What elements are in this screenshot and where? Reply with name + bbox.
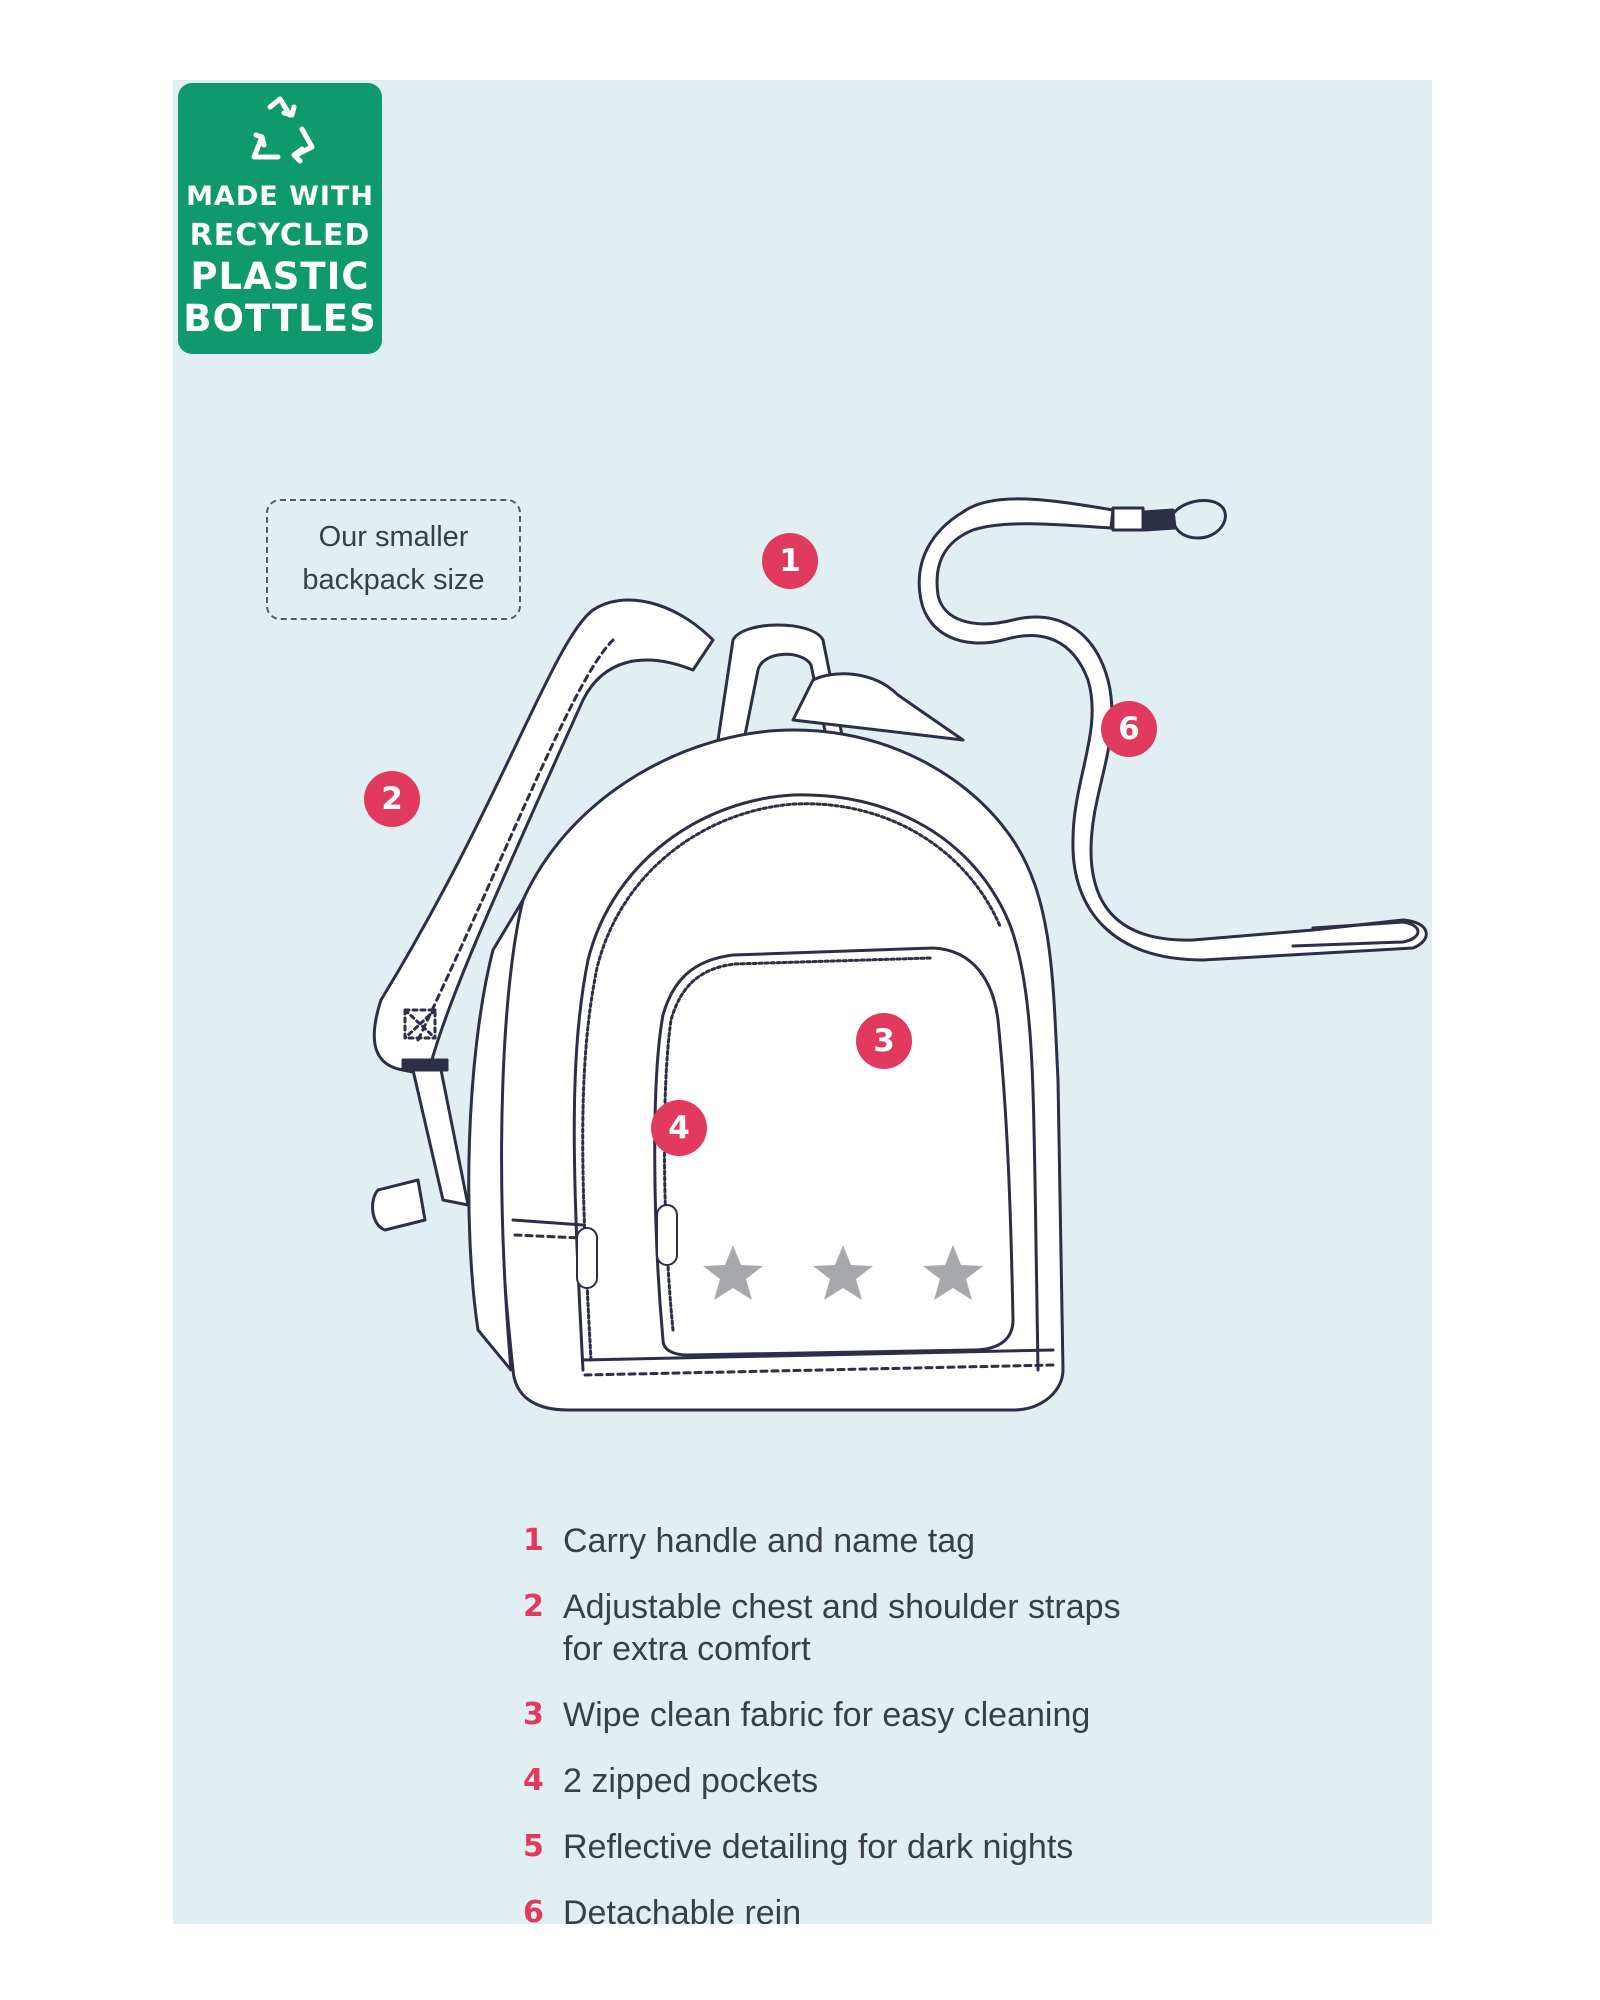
rein-clasp: [1111, 506, 1145, 532]
feature-text: 2 zipped pockets: [563, 1762, 819, 1800]
bottom-stitch: [583, 1363, 1057, 1377]
star-1: [703, 1245, 763, 1300]
marker-1: 1: [762, 533, 818, 589]
badge-line-2: RECYCLED: [189, 218, 371, 253]
front-zip-panel: [572, 793, 1040, 1372]
feature-number: 5: [523, 1829, 544, 1864]
badge-line-3: PLASTIC: [190, 255, 370, 298]
feature-item: 6 Detachable rein: [523, 1892, 1373, 1924]
badge-line-4: BOTTLES: [183, 297, 377, 340]
feature-item: 5 Reflective detailing for dark nights: [523, 1826, 1373, 1868]
marker-3: 3: [856, 1013, 912, 1069]
feature-item: 1 Carry handle and name tag: [523, 1520, 1373, 1562]
feature-text: Detachable rein: [563, 1894, 802, 1924]
side-panel: [467, 898, 525, 1372]
feature-text: Reflective detailing for dark nights: [563, 1828, 1074, 1866]
marker-2: 2: [364, 771, 420, 827]
strap-buckle: [401, 1058, 449, 1072]
marker-4: 4: [651, 1100, 707, 1156]
star-2: [813, 1245, 873, 1300]
feature-number: 4: [523, 1763, 544, 1798]
recycle-icon: [251, 96, 315, 164]
feature-number: 3: [523, 1697, 544, 1732]
size-note: Our smaller backpack size: [266, 499, 521, 620]
feature-item: 2 Adjustable chest and shoulder straps fo…: [523, 1586, 1373, 1670]
rein-strap: [917, 497, 1428, 962]
marker-6: 6: [1101, 701, 1157, 757]
badge-line-1: MADE WITH: [186, 181, 374, 212]
back-panel: [791, 672, 965, 742]
shoulder-strap: [372, 598, 715, 1077]
strap-stitch: [416, 638, 615, 1042]
feature-item: 3 Wipe clean fabric for easy cleaning: [523, 1694, 1373, 1736]
reflective-stars: [703, 1245, 983, 1300]
side-stitch: [513, 1233, 583, 1240]
feature-number: 1: [523, 1523, 544, 1558]
rein-hook: [1141, 508, 1177, 532]
recycled-badge: MADE WITH RECYCLED PLASTIC BOTTLES: [178, 83, 382, 354]
feature-number: 2: [523, 1589, 544, 1624]
feature-text: Carry handle and name tag: [563, 1522, 976, 1560]
rein-carabiner: [1171, 499, 1227, 540]
zipper-pull-pocket: [656, 1204, 678, 1266]
lower-strap: [411, 1068, 470, 1207]
zipper-pull-main: [576, 1227, 598, 1289]
product-panel: MADE WITH RECYCLED PLASTIC BOTTLES Our s…: [173, 80, 1432, 1924]
star-3: [923, 1245, 983, 1300]
backpack-illustration: [371, 497, 1428, 1412]
strap-tab: [371, 1178, 427, 1232]
zipper-pulls: [576, 1204, 678, 1289]
front-pocket: [653, 946, 1015, 1357]
feature-text: Adjustable chest and shoulder straps for…: [563, 1588, 1121, 1668]
size-note-text: Our smaller backpack size: [302, 521, 485, 596]
bottom-seam: [581, 1348, 1055, 1362]
side-seam: [511, 1218, 585, 1227]
strap-cross-stitch: [403, 1008, 437, 1040]
feature-list: 1 Carry handle and name tag 2 Adjustable c…: [523, 1520, 1373, 1924]
feature-text: Wipe clean fabric for easy cleaning: [563, 1696, 1091, 1734]
feature-item: 4 2 zipped pockets: [523, 1760, 1373, 1802]
feature-number: 6: [523, 1895, 544, 1924]
front-zip-line: [581, 802, 1002, 1362]
rein-loop: [1291, 920, 1420, 948]
